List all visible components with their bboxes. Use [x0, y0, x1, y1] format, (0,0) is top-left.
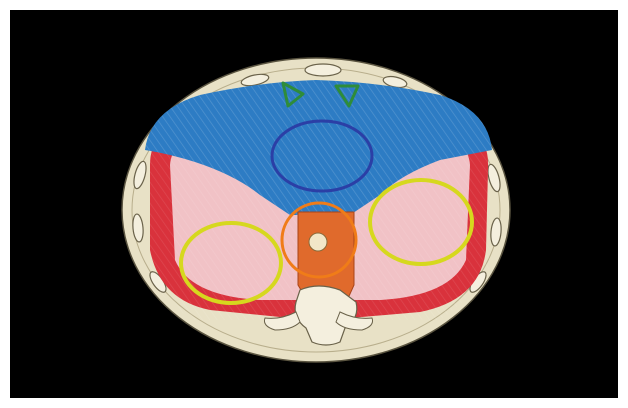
spinal-canal	[309, 233, 327, 251]
rib-segment	[305, 64, 341, 76]
